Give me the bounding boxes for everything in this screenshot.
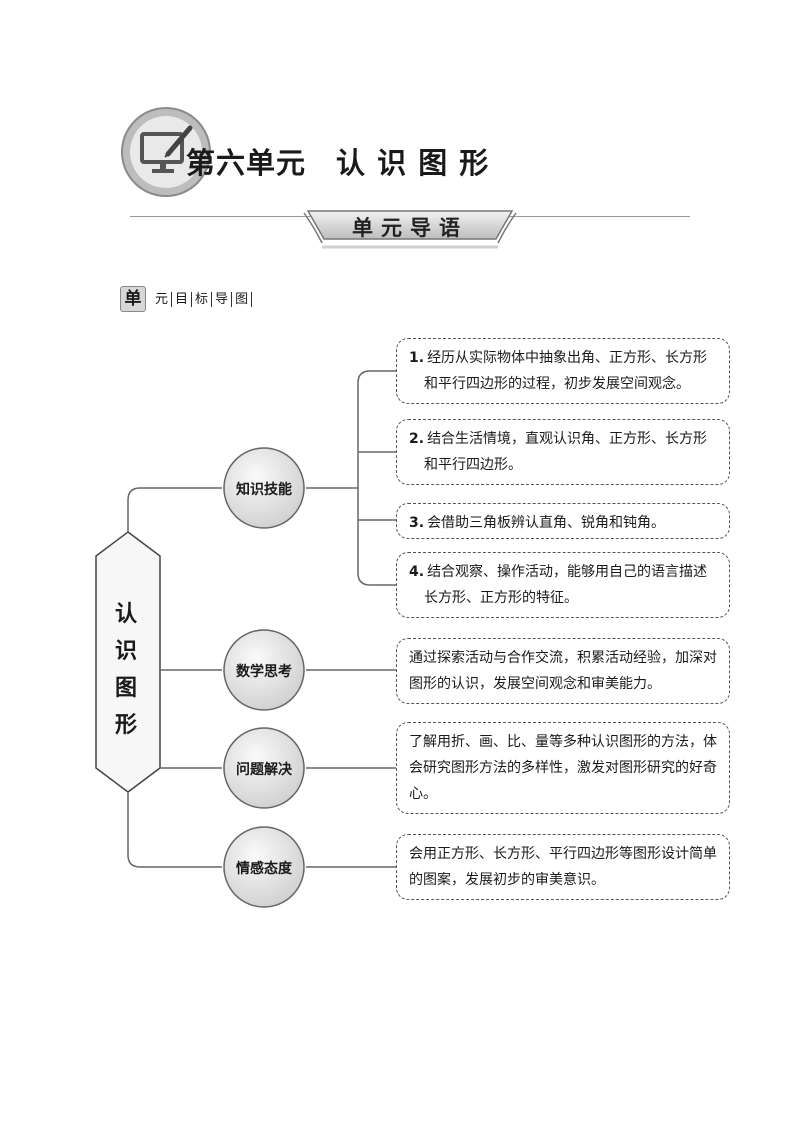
node-emotion-attitude: 情感态度 bbox=[236, 861, 292, 877]
subheading-text: 元 目 标 导 图 bbox=[152, 292, 253, 307]
page-title: 第六单元 认 识 图 形 bbox=[186, 146, 490, 180]
root-char: 图 bbox=[114, 676, 137, 701]
goal-box-math-thinking: 通过探索活动与合作交流，积累活动经验，加深对图形的认识，发展空间观念和审美能力。 bbox=[396, 638, 730, 704]
subheading-char: 目 bbox=[172, 292, 193, 307]
node-knowledge-skills: 知识技能 bbox=[236, 482, 292, 498]
subheading-char: 图 bbox=[232, 292, 253, 307]
subheading-char: 元 bbox=[152, 292, 173, 307]
root-char: 认 bbox=[114, 602, 137, 627]
monitor-pen-icon bbox=[121, 107, 211, 197]
node-math-thinking: 数学思考 bbox=[236, 664, 292, 680]
root-char: 识 bbox=[114, 639, 137, 664]
banner-ribbon bbox=[303, 210, 517, 249]
subheading-char: 导 bbox=[212, 292, 233, 307]
goal-box-1: 1.经历从实际物体中抽象出角、正方形、长方形和平行四边形的过程，初步发展空间观念… bbox=[396, 338, 730, 404]
goal-box-4: 4.结合观察、操作活动，能够用自己的语言描述长方形、正方形的特征。 bbox=[396, 552, 730, 618]
subheading-char: 标 bbox=[192, 292, 213, 307]
goal-box-problem-solving: 了解用折、画、比、量等多种认识图形的方法，体会研究图形方法的多样性，激发对图形研… bbox=[396, 722, 730, 814]
node-problem-solving: 问题解决 bbox=[236, 762, 292, 778]
subheading-box: 单 bbox=[120, 286, 146, 312]
banner-title: 单元导语 bbox=[352, 216, 468, 240]
root-char: 形 bbox=[114, 713, 137, 738]
goal-box-3: 3.会借助三角板辨认直角、锐角和钝角。 bbox=[396, 503, 730, 539]
goal-box-2: 2.结合生活情境，直观认识角、正方形、长方形和平行四边形。 bbox=[396, 419, 730, 485]
goal-box-emotion-attitude: 会用正方形、长方形、平行四边形等图形设计简单的图案，发展初步的审美意识。 bbox=[396, 834, 730, 900]
